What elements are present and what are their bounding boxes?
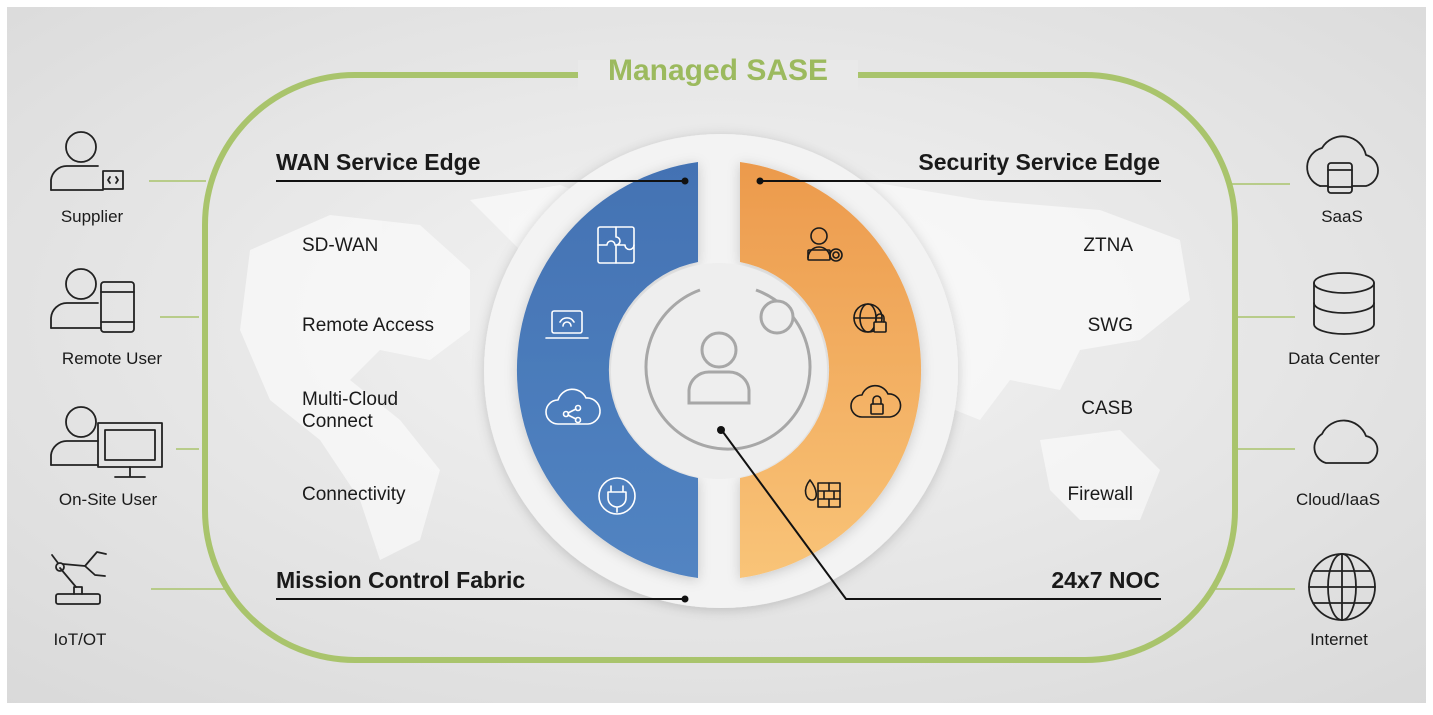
cloud-label: Cloud/IaaS: [1296, 490, 1380, 509]
data-center-label: Data Center: [1288, 349, 1380, 368]
plug-icon: [598, 477, 636, 515]
right-entity-internet: Internet: [1212, 553, 1376, 649]
robot-arm-icon: [51, 551, 107, 605]
saas-label: SaaS: [1321, 207, 1363, 226]
center-user-icon: [687, 331, 751, 405]
remote-user-icon: [50, 268, 135, 333]
laptop-wifi-icon: [545, 310, 589, 339]
globe-icon: [1308, 553, 1376, 621]
right-entity-saas: SaaS: [1228, 135, 1379, 226]
wan-item-sdwan: SD-WAN: [302, 235, 378, 256]
noc-dot: [717, 426, 725, 434]
internet-label: Internet: [1310, 630, 1368, 649]
mission-control-heading: Mission Control Fabric: [276, 567, 525, 593]
wan-heading-dot: [681, 177, 689, 185]
wan-half-ring: [516, 162, 698, 578]
left-entity-remote-user: Remote User: [50, 268, 199, 368]
wan-heading: WAN Service Edge: [276, 149, 481, 175]
left-entity-iot: IoT/OT: [51, 551, 225, 649]
wan-item-multicloud-line1: Multi-Cloud: [302, 389, 398, 410]
remote-user-label: Remote User: [62, 349, 162, 368]
right-entity-data-center: Data Center: [1236, 272, 1380, 368]
cloud-icon: [1313, 419, 1379, 464]
sse-item-swg: SWG: [1088, 315, 1133, 336]
firewall-icon: [804, 479, 841, 508]
cloud-share-icon: [545, 388, 601, 425]
sse-half-ring: [740, 162, 922, 578]
sse-item-casb: CASB: [1081, 398, 1133, 419]
sse-item-firewall: Firewall: [1068, 484, 1133, 505]
on-site-user-label: On-Site User: [59, 490, 158, 509]
mission-control-dot: [681, 595, 689, 603]
wan-item-connectivity: Connectivity: [302, 484, 406, 505]
database-icon: [1313, 272, 1375, 335]
user-fingerprint-icon: [807, 227, 843, 262]
on-site-user-icon: [50, 406, 163, 478]
diagram-title: Managed SASE: [608, 54, 828, 87]
sse-heading-dot: [756, 177, 764, 185]
wan-item-multicloud-line2: Connect: [302, 411, 373, 432]
title-gap: [578, 60, 858, 90]
left-entity-supplier: Supplier: [50, 131, 206, 226]
noc-connector: [722, 431, 1161, 600]
noc-heading: 24x7 NOC: [1051, 567, 1160, 593]
supplier-icon: [50, 131, 124, 191]
supplier-label: Supplier: [61, 207, 124, 226]
right-entity-cloud: Cloud/IaaS: [1238, 419, 1380, 509]
iot-label: IoT/OT: [54, 630, 107, 649]
puzzle-icon: [597, 226, 635, 264]
hub-ring: [644, 288, 812, 451]
sse-item-ztna: ZTNA: [1083, 235, 1133, 256]
cloud-lock-icon: [850, 384, 902, 418]
hub-ring-dot: [759, 299, 795, 335]
globe-lock-icon: [853, 303, 887, 333]
wan-item-remote-access: Remote Access: [302, 315, 434, 336]
sse-heading: Security Service Edge: [918, 149, 1160, 175]
cloud-device-icon: [1306, 135, 1379, 194]
left-entity-on-site-user: On-Site User: [50, 406, 199, 509]
